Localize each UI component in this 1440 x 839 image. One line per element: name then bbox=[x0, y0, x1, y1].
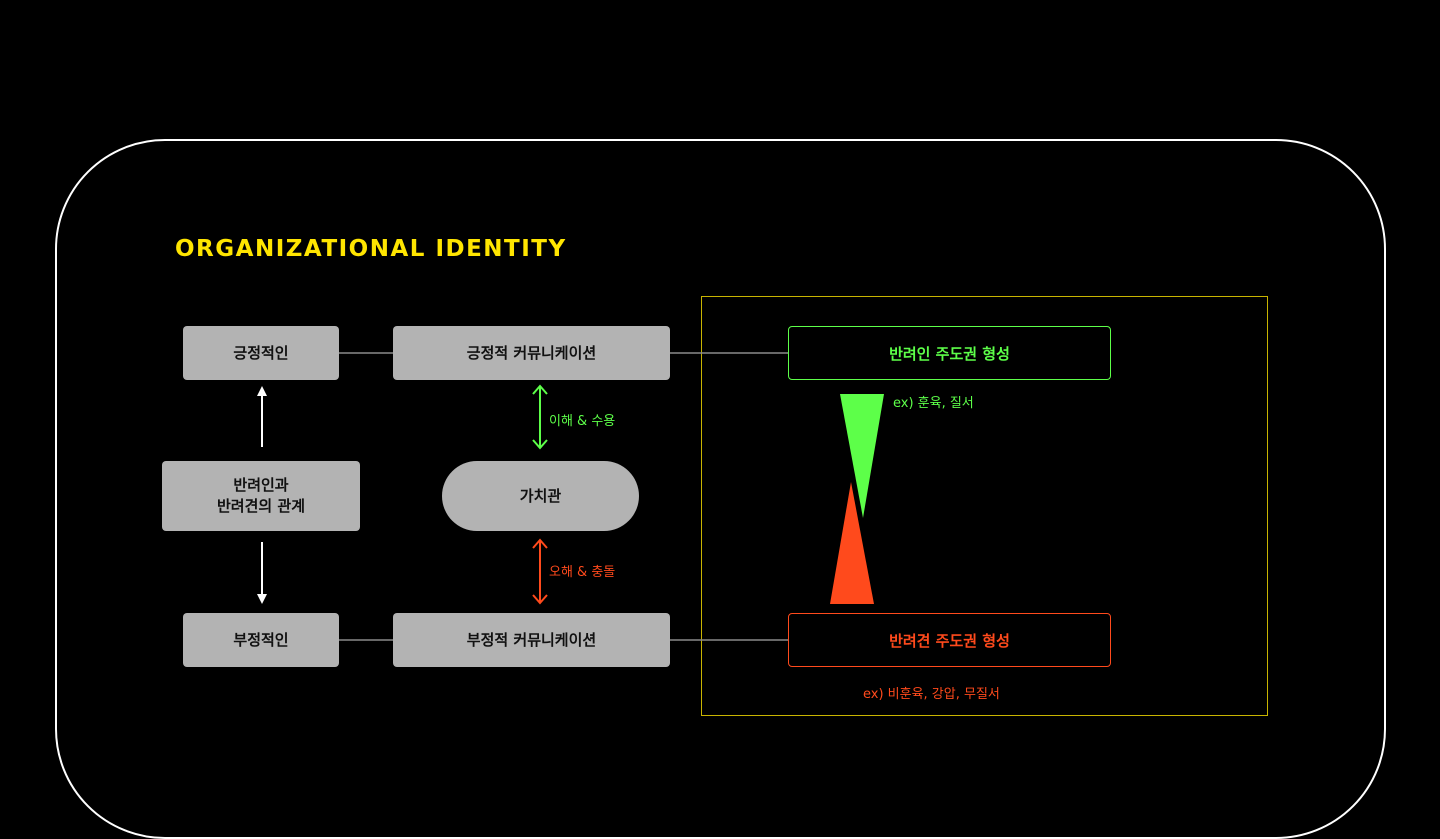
arrow-up-icon bbox=[257, 386, 267, 447]
owner-example-label: ex) 훈육, 질서 bbox=[893, 396, 974, 411]
negative-node: 부정적인 bbox=[183, 613, 339, 667]
values-node: 가치관 bbox=[442, 461, 639, 531]
green-wedge bbox=[840, 394, 884, 518]
conflict-label: 오해 & 충돌 bbox=[549, 565, 616, 580]
double-arrow-green-icon bbox=[532, 384, 548, 450]
negative-communication-node: 부정적 커뮤니케이션 bbox=[393, 613, 670, 667]
understanding-label: 이해 & 수용 bbox=[549, 414, 616, 429]
relationship-node: 반려인과 반려견의 관계 bbox=[162, 461, 360, 531]
owner-leadership-node: 반려인 주도권 형성 bbox=[788, 326, 1111, 380]
dog-leadership-node: 반려견 주도권 형성 bbox=[788, 613, 1111, 667]
dog-example-label: ex) 비훈육, 강압, 무질서 bbox=[863, 687, 1000, 702]
positive-node: 긍정적인 bbox=[183, 326, 339, 380]
red-wedge bbox=[830, 482, 874, 604]
double-arrow-red-icon bbox=[532, 538, 548, 605]
arrow-down-icon bbox=[257, 542, 267, 604]
page-title: ORGANIZATIONAL IDENTITY bbox=[175, 236, 567, 262]
connector-layer bbox=[257, 352, 884, 641]
positive-communication-node: 긍정적 커뮤니케이션 bbox=[393, 326, 670, 380]
